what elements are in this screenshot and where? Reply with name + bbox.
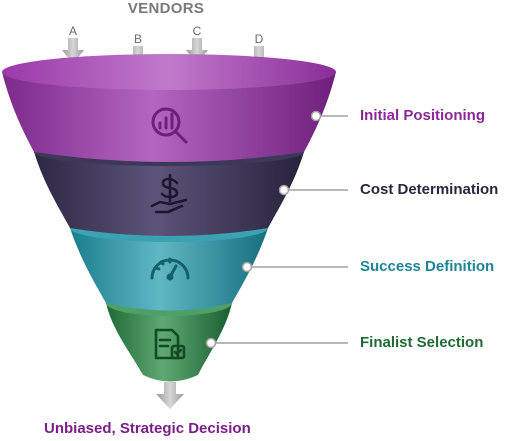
document-check-icon [154, 328, 186, 360]
dollar-hand-icon [150, 173, 188, 214]
stage-label-success: Success Definition [360, 258, 495, 275]
stage-label-cost: Cost Determination [360, 181, 499, 198]
vendor-arrow-a [62, 38, 84, 64]
vendor-label-d: D [254, 32, 264, 46]
speedometer-icon [150, 257, 190, 281]
funnel-stage-initial [2, 54, 336, 162]
stage-label-initial: Initial Positioning [360, 107, 485, 124]
vendor-label-b: B [133, 32, 142, 46]
vendor-label-c: C [192, 24, 202, 38]
connector-success [241, 261, 348, 273]
vendor-label-a: A [68, 24, 77, 38]
stage-label-finalist: Finalist Selection [360, 334, 484, 351]
analytics-search-icon [151, 107, 188, 144]
connector-cost [278, 184, 348, 196]
vendors-title: VENDORS [127, 0, 205, 17]
vendor-arrow-c [186, 38, 208, 64]
connector-initial [310, 110, 348, 122]
connector-finalist [205, 337, 348, 349]
output-arrow [156, 382, 184, 409]
result-label: Unbiased, Strategic Decision [44, 420, 251, 437]
